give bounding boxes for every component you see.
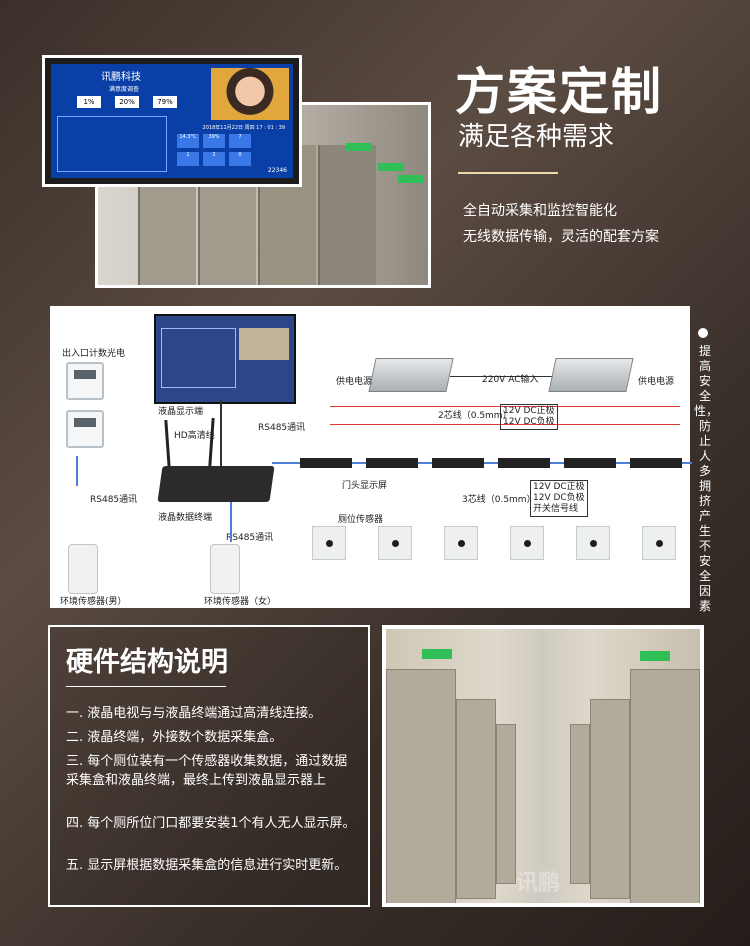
face-photo (211, 68, 289, 120)
tv-company: 讯鹏科技 (101, 72, 141, 83)
ac-input-label: 220V AC输入 (482, 375, 539, 385)
rs485-label-bottom: RS485通讯 (226, 533, 274, 543)
hardware-item-4: 四. 每个厕所位门口都要安装1个有人无人显示屏。 (66, 816, 356, 831)
three-core-label: 3芯线（0.5mm） (462, 495, 536, 505)
tv-pct-1: 1% (77, 96, 101, 108)
rs485-label-top: RS485通讯 (258, 423, 306, 433)
env-sensor-male-label: 环境传感器(男） (60, 597, 127, 607)
page-title: 方案定制 (455, 63, 663, 121)
hardware-item-1: 一. 液晶电视与与液晶终端通过高清线连接。 (66, 706, 322, 721)
two-core-label: 2芯线（0.5mm） (438, 411, 512, 421)
feature-line-2: 无线数据传输，灵活的配套方案 (463, 229, 659, 245)
lcd-terminal-label: 液晶数据终端 (158, 513, 213, 523)
door-screen-3 (432, 458, 484, 468)
watermark-text: 讯鹏 (516, 871, 561, 896)
tv-code: 22346 (267, 167, 287, 174)
env-sensor-female (210, 544, 240, 594)
door-screen-1 (300, 458, 352, 468)
dc-pos2-label: 12V DC正极 (533, 482, 585, 492)
stall-sensor-2 (378, 526, 412, 560)
door-screen-label: 门头显示屏 (342, 481, 388, 491)
hardware-panel (48, 625, 370, 907)
power-supply-left (368, 358, 454, 392)
tv-value-2: 39% (203, 134, 225, 148)
power-supply-right (548, 358, 634, 392)
dc-box-bottom: 12V DC正极 12V DC负极 开关信号线 (530, 480, 588, 517)
restroom-corridor-photo: 讯鹏 (382, 625, 704, 907)
hardware-title: 硬件结构说明 (66, 647, 228, 678)
hd-cable-label: HD高清线 (174, 431, 215, 441)
tv-value-4: 1 (177, 152, 199, 166)
wiring-diagram: 出入口计数光电 液晶显示端 HD高清线 RS485通讯 液晶数据终端 RS485… (50, 306, 692, 608)
bullet-dot (698, 328, 708, 338)
page-subtitle: 满足各种需求 (458, 122, 615, 152)
hardware-item-2: 二. 液晶终端，外接数个数据采集盒。 (66, 730, 283, 745)
tv-pct-3: 79% (153, 96, 177, 108)
entry-counter-device-2 (66, 410, 104, 448)
tv-subtitle: 满意度调查 (109, 86, 140, 93)
lcd-terminal-device (157, 466, 275, 502)
side-note: 提高安全性，防止人多拥挤产生不安全因素 (694, 344, 719, 613)
stall-sensor-1 (312, 526, 346, 560)
hardware-item-3: 三. 每个厕位装有一个传感器收集数据，通过数据采集盒和液晶终端，最终上传到液晶显… (66, 754, 348, 788)
dc-neg2-label: 12V DC负极 (533, 493, 585, 503)
tv-value-6: 0 (229, 152, 251, 166)
tv-value-1: 14.3°C (177, 134, 199, 148)
tv-value-3: 7 (229, 134, 251, 148)
entry-counter-device-1 (66, 362, 104, 400)
stall-sensor-6 (642, 526, 676, 560)
dc-pos-label: 12V DC正极 (503, 406, 555, 416)
tv-pct-2: 20% (115, 96, 139, 108)
door-screen-5 (564, 458, 616, 468)
switch-signal-label: 开关信号线 (533, 504, 579, 514)
power-left-label: 供电电源 (336, 377, 373, 387)
lcd-display-device (154, 314, 296, 404)
tv-datetime: 2018年11月22日 周四 17 : 01 : 39 (202, 125, 285, 131)
stall-sensor-5 (576, 526, 610, 560)
entry-counter-label: 出入口计数光电 (62, 349, 126, 359)
env-sensor-female-label: 环境传感器（女） (204, 597, 277, 607)
hardware-divider (66, 686, 226, 687)
hardware-item-5: 五. 显示屏根据数据采集盒的信息进行实时更新。 (66, 858, 348, 873)
power-right-label: 供电电源 (638, 377, 675, 387)
door-screen-6 (630, 458, 682, 468)
rs485-label-left: RS485通讯 (90, 495, 138, 505)
stall-sensor-3 (444, 526, 478, 560)
door-screen-2 (366, 458, 418, 468)
dc-neg-label: 12V DC负极 (503, 417, 555, 427)
tv-value-5: 2 (203, 152, 225, 166)
stall-sensor-4 (510, 526, 544, 560)
env-sensor-male (68, 544, 98, 594)
stall-sensor-label: 厕位传感器 (338, 515, 384, 525)
tv-screen: 讯鹏科技 满意度调查 1% 20% 79% 2018年11月22日 周四 17 … (51, 64, 293, 178)
tv-display-photo: 讯鹏科技 满意度调查 1% 20% 79% 2018年11月22日 周四 17 … (42, 55, 302, 187)
dc-box-top: 12V DC正极 12V DC负极 (500, 404, 558, 430)
title-divider (458, 172, 558, 174)
door-screen-4 (498, 458, 550, 468)
lcd-display-label: 液晶显示端 (158, 407, 204, 417)
feature-line-1: 全自动采集和监控智能化 (463, 203, 617, 219)
floor-plan (57, 116, 167, 172)
